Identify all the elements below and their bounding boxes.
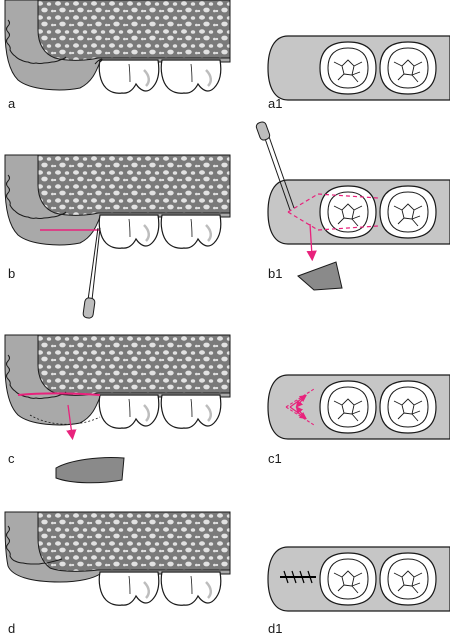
panel-a-side-view <box>4 0 231 95</box>
scalpel-icon <box>82 227 101 319</box>
excised-tissue-icon <box>55 457 125 484</box>
panel-label-d1: d1 <box>268 621 282 636</box>
panel-label-a1: a1 <box>268 96 282 111</box>
panel-label-c1: c1 <box>268 451 282 466</box>
scalpel-icon <box>255 121 295 211</box>
panel-label-d: d <box>8 621 15 636</box>
suture-icon <box>280 570 316 584</box>
panel-label-b1: b1 <box>268 266 282 281</box>
panel-a1-occlusal-view <box>267 35 450 101</box>
panel-label-b: b <box>8 266 15 281</box>
tissue-wedge-icon <box>297 261 343 291</box>
panel-d-side-view <box>4 511 231 607</box>
panel-label-a: a <box>8 96 16 111</box>
panel-d1-occlusal-view <box>267 546 450 612</box>
incision-curve <box>17 392 101 396</box>
panel-c1-occlusal-view <box>267 374 450 440</box>
panel-b1-occlusal-view <box>267 179 450 262</box>
panel-b-side-view <box>4 154 231 250</box>
panel-c-side-view <box>4 334 231 441</box>
panel-label-c: c <box>8 451 15 466</box>
